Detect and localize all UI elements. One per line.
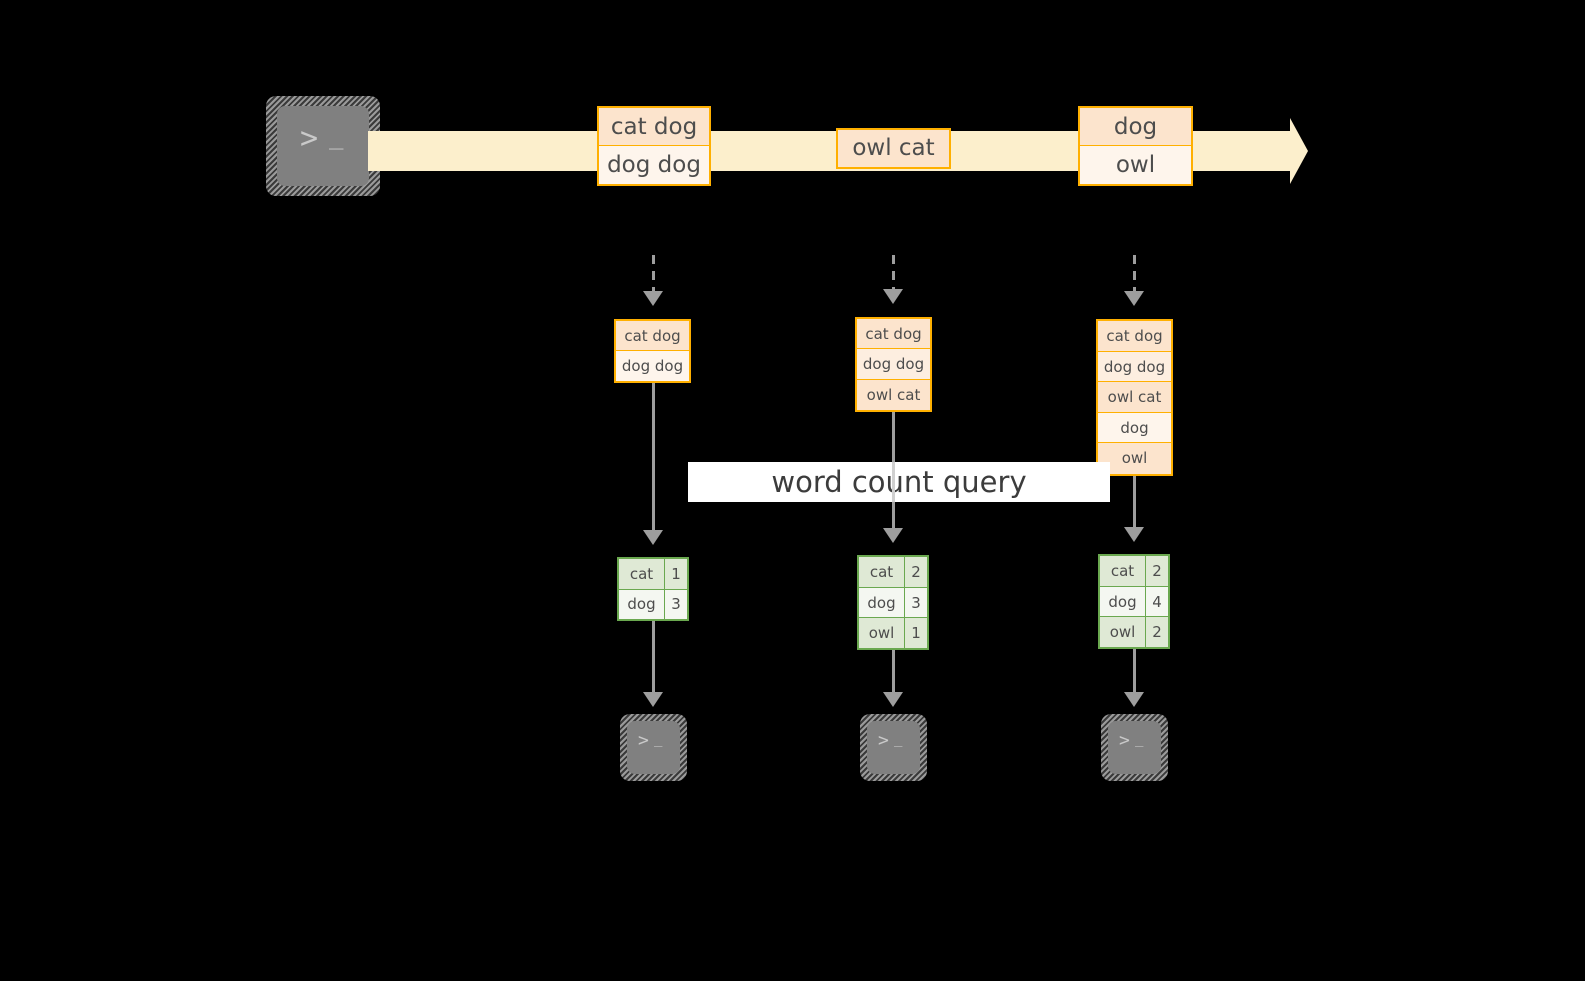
record-line: owl cat (838, 130, 949, 167)
result-row: cat 2 (1100, 556, 1168, 587)
result-word: cat (619, 559, 665, 589)
result-count: 3 (665, 589, 687, 619)
result-count: 4 (1146, 586, 1168, 617)
result-count: 2 (905, 557, 927, 587)
result-row: owl 1 (859, 618, 927, 649)
snapshot-2-input-table[interactable]: cat dog dog dog owl cat (855, 317, 932, 412)
snapshot-1-result-table[interactable]: cat 1 dog 3 (617, 557, 689, 621)
flow-connector (892, 650, 895, 700)
arrow-down-icon (1124, 291, 1144, 306)
arrow-down-icon (883, 692, 903, 707)
dashed-connector (892, 255, 895, 291)
result-count: 2 (1146, 617, 1168, 648)
terminal-prompt-glyph: > (878, 730, 889, 751)
terminal-prompt-glyph: > (638, 730, 649, 751)
record-line: dog (1080, 108, 1191, 146)
arrow-down-icon (643, 291, 663, 306)
stream-event-1[interactable]: cat dog dog dog (597, 106, 711, 186)
arrow-down-icon (883, 528, 903, 543)
record-line: cat dog (599, 108, 709, 146)
terminal-body (277, 106, 369, 186)
snapshot-2-sink-terminal-icon[interactable]: > _ (860, 714, 927, 781)
result-row: dog 4 (1100, 586, 1168, 618)
flow-connector (652, 383, 655, 538)
dashed-connector (652, 255, 655, 293)
terminal-cursor-glyph: _ (1135, 731, 1144, 747)
result-count: 1 (665, 559, 687, 589)
query-label-text: word count query (771, 465, 1027, 499)
terminal-body (867, 721, 920, 774)
terminal-cursor-glyph: _ (654, 731, 663, 747)
snapshot-2-result-table[interactable]: cat 2 dog 3 owl 1 (857, 555, 929, 650)
source-terminal-icon[interactable]: > _ (266, 96, 380, 196)
input-row: cat dog (616, 321, 689, 351)
input-row: owl (1098, 443, 1171, 474)
result-word: dog (619, 589, 665, 619)
terminal-body (627, 721, 680, 774)
arrow-down-icon (643, 692, 663, 707)
snapshot-1-input-table[interactable]: cat dog dog dog (614, 319, 691, 383)
terminal-prompt-glyph: > (300, 121, 319, 156)
record-line: dog dog (599, 146, 709, 184)
input-row: dog dog (857, 349, 930, 380)
arrow-down-icon (1124, 692, 1144, 707)
flow-connector (1133, 476, 1136, 534)
arrow-right-icon (1290, 118, 1308, 184)
result-word: owl (859, 618, 905, 649)
result-word: cat (1100, 556, 1146, 586)
snapshot-1-sink-terminal-icon[interactable]: > _ (620, 714, 687, 781)
result-count: 3 (905, 587, 927, 618)
stream-event-2[interactable]: owl cat (836, 128, 951, 169)
flow-connector (652, 621, 655, 699)
result-count: 2 (1146, 556, 1168, 586)
terminal-cursor-glyph: _ (894, 731, 903, 747)
result-row: dog 3 (859, 587, 927, 619)
arrow-down-icon (643, 530, 663, 545)
flow-connector (1133, 649, 1136, 700)
snapshot-3-result-table[interactable]: cat 2 dog 4 owl 2 (1098, 554, 1170, 649)
stream-event-3[interactable]: dog owl (1078, 106, 1193, 186)
input-row: cat dog (1098, 321, 1171, 352)
dashed-connector (1133, 255, 1136, 293)
input-row: owl cat (857, 379, 930, 410)
terminal-body (1108, 721, 1161, 774)
snapshot-3-sink-terminal-icon[interactable]: > _ (1101, 714, 1168, 781)
terminal-prompt-glyph: > (1119, 730, 1130, 751)
input-row: dog (1098, 412, 1171, 444)
result-row: owl 2 (1100, 617, 1168, 648)
snapshot-3-input-table[interactable]: cat dog dog dog owl cat dog owl (1096, 319, 1173, 476)
result-word: cat (859, 557, 905, 587)
arrow-down-icon (883, 289, 903, 304)
query-label-band: word count query (688, 462, 1110, 502)
terminal-cursor-glyph: _ (329, 122, 344, 150)
result-row: cat 1 (619, 559, 687, 590)
result-count: 1 (905, 618, 927, 649)
input-row: cat dog (857, 319, 930, 350)
arrow-down-icon (1124, 527, 1144, 542)
input-row: dog dog (1098, 351, 1171, 383)
result-row: cat 2 (859, 557, 927, 588)
result-word: owl (1100, 617, 1146, 648)
record-line: owl (1080, 146, 1191, 184)
result-word: dog (859, 587, 905, 618)
result-row: dog 3 (619, 589, 687, 619)
input-row: dog dog (616, 351, 689, 381)
input-row: owl cat (1098, 382, 1171, 413)
result-word: dog (1100, 586, 1146, 617)
flow-connector-overlay (892, 462, 895, 502)
